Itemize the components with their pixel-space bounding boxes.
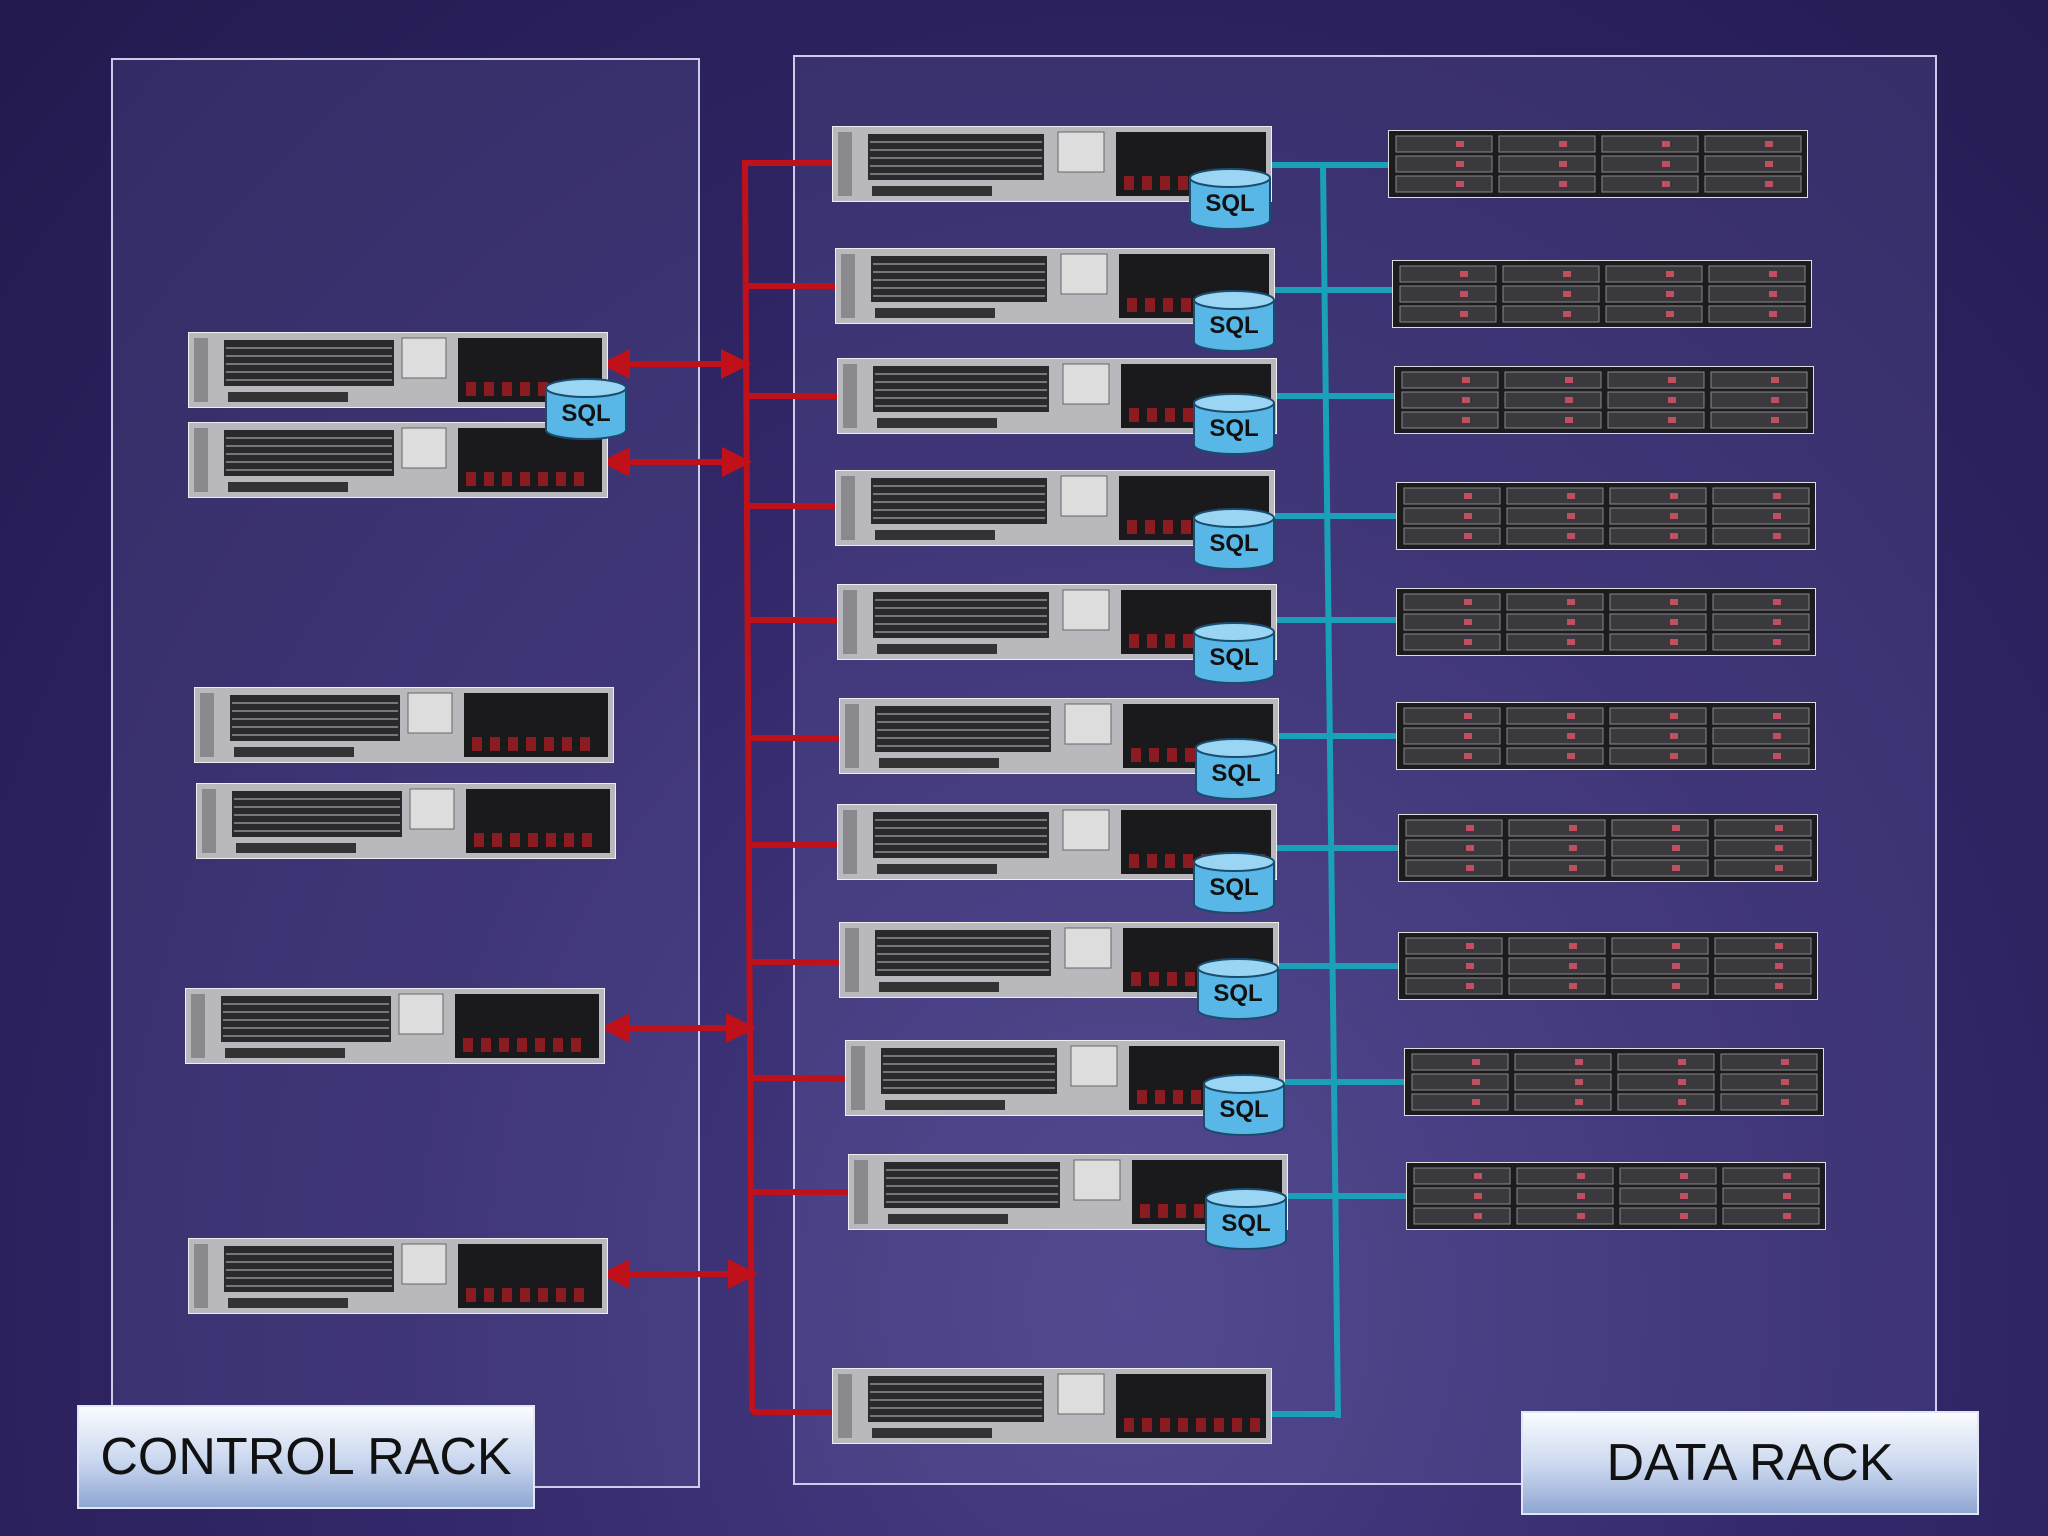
sql-label: SQL [1209,415,1259,442]
sql-label: SQL [1219,1096,1269,1123]
sql-database-icon: SQL [544,378,628,440]
compute-node [838,921,1280,999]
sql-database-icon: SQL [1192,393,1276,455]
data-bus [1320,164,1341,1419]
storage-unit [1395,701,1817,771]
sql-database-icon: SQL [1204,1188,1288,1250]
sql-database-icon: SQL [1196,958,1280,1020]
data-branches [1268,162,1406,1417]
control-server [195,782,617,860]
storage-unit [1387,129,1809,199]
sql-database-icon: SQL [1192,852,1276,914]
control-arrows [600,349,758,1289]
storage-unit [1395,587,1817,657]
storage-unit [1403,1047,1825,1117]
sql-label: SQL [1205,190,1255,217]
sql-label: SQL [1209,874,1259,901]
control-bus [742,159,755,1413]
control-branches [745,160,848,1415]
control-server [187,1237,609,1315]
storage-unit [1397,813,1819,883]
compute-node [838,697,1280,775]
compute-node [831,1367,1273,1445]
sql-label: SQL [1209,644,1259,671]
sql-label: SQL [1209,312,1259,339]
sql-label: SQL [561,400,611,427]
sql-database-icon: SQL [1188,168,1272,230]
storage-unit [1393,365,1815,435]
sql-label: SQL [1209,530,1259,557]
sql-label: SQL [1213,980,1263,1007]
storage-unit [1397,931,1819,1001]
control-server [184,987,606,1065]
sql-label: SQL [1221,1210,1271,1237]
sql-database-icon: SQL [1192,290,1276,352]
storage-unit [1405,1161,1827,1231]
data-rack-label: DATA RACK [1521,1411,1979,1515]
storage-unit [1391,259,1813,329]
control-server [187,421,609,499]
sql-database-icon: SQL [1192,508,1276,570]
sql-database-icon: SQL [1194,738,1278,800]
control-server [193,686,615,764]
sql-database-icon: SQL [1202,1074,1286,1136]
control-rack-label: CONTROL RACK [77,1405,535,1509]
sql-database-icon: SQL [1192,622,1276,684]
sql-label: SQL [1211,760,1261,787]
storage-unit [1395,481,1817,551]
